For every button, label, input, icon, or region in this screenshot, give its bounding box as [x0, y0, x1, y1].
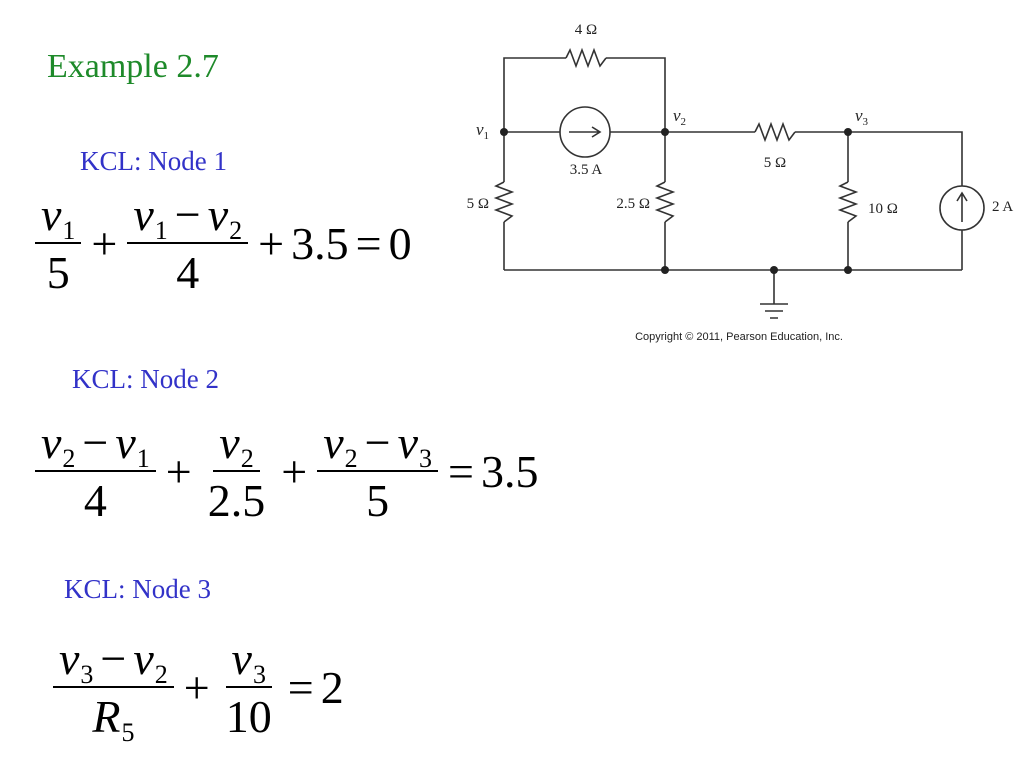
resistor-5-ohm-series [754, 121, 796, 143]
label-node-v3: v3 [855, 106, 869, 128]
variable-r: R [92, 691, 121, 742]
denominator: 5 [366, 475, 390, 526]
resistor-10-ohm [837, 181, 859, 223]
label-r2: 2.5 Ω [616, 196, 650, 212]
arrow-up-icon [956, 191, 968, 222]
variable-v: v [41, 189, 62, 240]
plus-operator: + [281, 446, 308, 497]
plus-operator: + [258, 218, 285, 269]
variable-v: v [115, 417, 136, 468]
variable-v: v [231, 633, 252, 684]
slide-title: Example 2.7 [47, 48, 219, 85]
rhs-value: 3.5 [480, 446, 539, 497]
label-cs1: 3.5 A [570, 162, 603, 178]
subscript: 3 [80, 660, 94, 689]
equals-sign: = [287, 662, 314, 713]
node-dot-v2 [661, 128, 669, 136]
wire-node3-to-right [848, 131, 963, 186]
plus-operator: + [91, 218, 118, 269]
kcl-node3-heading: KCL: Node 3 [64, 574, 211, 604]
subscript: 3 [419, 444, 432, 473]
label-r-top: 4 Ω [575, 22, 597, 38]
variable-v: v [41, 417, 62, 468]
rhs-value: 2 [320, 662, 344, 713]
label-r3: 10 Ω [868, 201, 898, 217]
subscript: 2 [154, 660, 168, 689]
minus-operator: − [100, 633, 127, 684]
label-r-mid: 5 Ω [764, 155, 786, 171]
rhs-value: 0 [388, 218, 412, 269]
node-dot-v3 [844, 128, 852, 136]
denominator: 4 [83, 475, 107, 526]
circuit-diagram: 4 Ω 5 Ω 5 Ω 2.5 Ω 10 Ω 3.5 A 2 A v1 v2 v… [467, 22, 1014, 343]
wire-top-right [606, 57, 666, 132]
denominator: 10 [225, 691, 272, 742]
label-node-v2: v2 [673, 106, 686, 128]
subscript: 2 [229, 216, 243, 245]
label-node-v1: v1 [476, 120, 489, 142]
resistor-5-ohm-shunt [493, 181, 515, 223]
node-dot-ground [770, 266, 778, 274]
denominator: 4 [176, 247, 200, 298]
node-dot-bottom-right [844, 266, 852, 274]
subscript: 1 [136, 444, 150, 473]
subscript: 1 [62, 216, 76, 245]
variable-v: v [133, 189, 154, 240]
current-source-3-5a [559, 106, 611, 158]
minus-operator: − [174, 189, 201, 240]
wire-top-left [503, 57, 566, 132]
variable-v: v [133, 633, 154, 684]
denominator: 5 [46, 247, 70, 298]
variable-v: v [397, 417, 418, 468]
subscript: 2 [62, 444, 76, 473]
plus-operator: + [165, 446, 192, 497]
subscript: 3 [252, 660, 266, 689]
subscript: 2 [240, 444, 254, 473]
current-source-2a [939, 185, 985, 231]
constant: 3.5 [291, 218, 349, 269]
subscript: 2 [344, 444, 358, 473]
minus-operator: − [82, 417, 109, 468]
denominator: 2.5 [207, 475, 266, 526]
label-cs2: 2 A [992, 199, 1013, 215]
variable-v: v [59, 633, 80, 684]
plus-operator: + [183, 662, 210, 713]
ground-icon [760, 303, 788, 319]
kcl-node1-heading: KCL: Node 1 [80, 146, 227, 176]
resistor-4-ohm [565, 47, 607, 69]
subscript: 1 [154, 216, 168, 245]
kcl-node2-heading: KCL: Node 2 [72, 364, 219, 394]
arrow-right-icon [569, 126, 602, 138]
variable-v: v [323, 417, 344, 468]
node-dot-v1 [500, 128, 508, 136]
equals-sign: = [448, 446, 474, 497]
subscript: 5 [121, 718, 135, 747]
resistor-2-5-ohm [654, 181, 676, 223]
copyright-notice: Copyright © 2011, Pearson Education, Inc… [635, 331, 843, 343]
node-dot-bottom-left [661, 266, 669, 274]
variable-v: v [219, 417, 240, 468]
equals-sign: = [355, 218, 382, 269]
variable-v: v [207, 189, 229, 240]
minus-operator: − [364, 417, 391, 468]
label-r1: 5 Ω [467, 196, 489, 212]
